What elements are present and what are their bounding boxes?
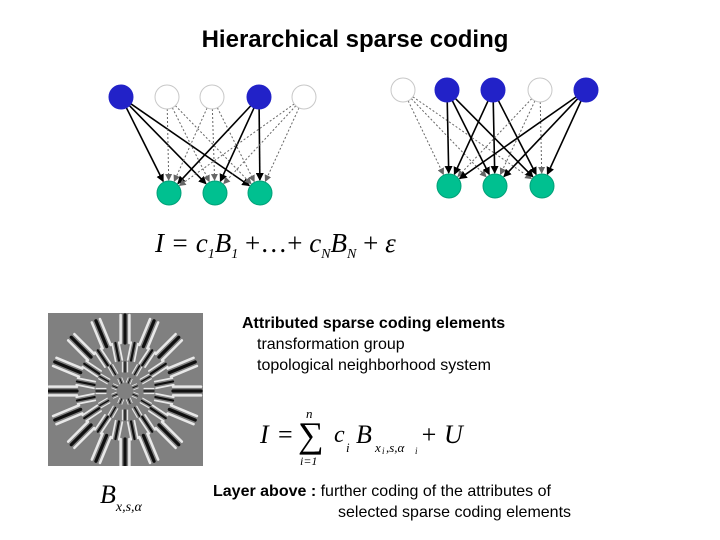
- gabor-stroke-light: [118, 398, 120, 403]
- eq1-lhs: I: [155, 228, 164, 258]
- gabor-stroke-light: [130, 379, 132, 384]
- eq2-b: B: [356, 420, 372, 450]
- basis-symbol: B: [100, 480, 116, 509]
- gabor-stroke-dark: [133, 386, 138, 388]
- eq1-plus: +: [363, 228, 378, 258]
- right-edge-1-0: [447, 102, 448, 173]
- eq2-lhs: I: [260, 420, 269, 450]
- left-top-node-inactive: [292, 85, 316, 109]
- eq1-noise: ε: [385, 228, 396, 258]
- right-top-node-active: [574, 78, 598, 102]
- attributed-item-neighborhood: topological neighborhood system: [242, 355, 505, 376]
- eq2-c: c: [334, 422, 345, 449]
- left-bottom-node: [157, 181, 181, 205]
- left-top-node-inactive: [200, 85, 224, 109]
- eq2-sigma: ∑: [298, 414, 324, 456]
- gabor-stroke-light: [113, 396, 118, 398]
- gabor-stroke-light: [126, 400, 128, 405]
- gabor-pattern: [48, 313, 203, 466]
- layer-above-text: Layer above : further coding of the attr…: [213, 481, 571, 523]
- layer-above-lead: Layer above :: [213, 483, 316, 500]
- left-top-node-active: [109, 85, 133, 109]
- left-top-node-active: [247, 85, 271, 109]
- left-top-node-inactive: [155, 85, 179, 109]
- gabor-stroke-dark: [155, 397, 173, 401]
- gabor-stroke-light: [132, 396, 137, 398]
- eq2-b-sub-alpha-i: i: [415, 446, 418, 456]
- network-right: [391, 78, 598, 198]
- eq1-b1: B: [215, 228, 232, 258]
- gabor-stroke-dark: [115, 343, 119, 361]
- gabor-stroke-dark: [120, 379, 122, 384]
- eq2-plus-u: + U: [420, 420, 463, 450]
- gabor-stroke-dark: [155, 381, 173, 385]
- gabor-stroke-dark: [128, 399, 130, 404]
- right-edge-0-0: [408, 101, 443, 174]
- gabor-stroke-light: [134, 392, 139, 394]
- eq1-bn-sub: N: [347, 247, 356, 262]
- eq1-b1-sub: 1: [231, 247, 238, 262]
- gabor-stroke-light: [134, 388, 139, 390]
- left-bottom-node: [203, 181, 227, 205]
- gabor-stroke-dark: [133, 394, 138, 396]
- gabor-stroke-light: [113, 384, 118, 386]
- network-left: [109, 85, 316, 205]
- right-bottom-node: [483, 174, 507, 198]
- gabor-stroke-light: [112, 392, 117, 394]
- attributed-heading: Attributed sparse coding elements: [242, 313, 505, 334]
- right-top-node-active: [481, 78, 505, 102]
- eq2-b-sub-rest: ,s,α: [386, 440, 404, 456]
- layer-above-line2: selected sparse coding elements: [213, 502, 571, 523]
- gabor-stroke-dark: [77, 381, 95, 385]
- right-edge-4-0: [460, 97, 577, 179]
- eq1-c1-sub: 1: [208, 247, 215, 262]
- right-bottom-node: [437, 174, 461, 198]
- gabor-stroke-light: [118, 379, 120, 384]
- gabor-stroke-dark: [131, 421, 135, 439]
- gabor-stroke-dark: [113, 394, 118, 396]
- gabor-stroke-light: [122, 378, 124, 383]
- linear-coding-equation: I = c1B1 +…+ cNBN + ε: [155, 228, 396, 263]
- right-top-node-inactive: [391, 78, 415, 102]
- eq1-equals: =: [171, 228, 189, 258]
- gabor-stroke-dark: [131, 343, 135, 361]
- gabor-stroke-dark: [128, 379, 130, 384]
- eq2-b-sub-x: x: [375, 440, 381, 456]
- gabor-stroke-light: [130, 398, 132, 403]
- eq2-equals: =: [278, 420, 293, 450]
- eq2-lower-limit: i=1: [300, 454, 317, 469]
- sum-coding-equation: I = n ∑ i=1 c i B x i ,s,α i + U: [258, 408, 458, 470]
- gabor-stroke-light: [122, 400, 124, 405]
- gabor-stroke-dark: [113, 386, 118, 388]
- basis-element-label: Bx,s,α: [100, 480, 142, 516]
- gabor-stroke-dark: [77, 397, 95, 401]
- eq1-c1: c: [196, 228, 208, 258]
- attributed-elements-text: Attributed sparse coding elements transf…: [242, 313, 505, 376]
- left-bottom-node: [248, 181, 272, 205]
- right-top-node-active: [435, 78, 459, 102]
- left-edge-0-0: [126, 108, 163, 182]
- eq1-bn: B: [331, 228, 348, 258]
- gabor-stroke-light: [112, 388, 117, 390]
- gabor-stroke-dark: [120, 399, 122, 404]
- gabor-basis-image: [48, 313, 203, 466]
- eq1-cn: c: [309, 228, 321, 258]
- attributed-item-transformation: transformation group: [242, 334, 505, 355]
- right-bottom-node: [530, 174, 554, 198]
- gabor-stroke-light: [132, 384, 137, 386]
- eq2-c-sub: i: [346, 440, 350, 456]
- eq1-cn-sub: N: [321, 247, 330, 262]
- eq1-dots: +…+: [245, 228, 302, 258]
- layer-above-line1: further coding of the attributes of: [321, 483, 551, 500]
- basis-subscript: x,s,α: [116, 500, 142, 515]
- eq2-b-sub-xi: i: [382, 446, 385, 456]
- gabor-stroke-dark: [115, 421, 119, 439]
- gabor-stroke-light: [126, 378, 128, 383]
- right-top-node-inactive: [528, 78, 552, 102]
- left-edge-4-2: [265, 108, 299, 181]
